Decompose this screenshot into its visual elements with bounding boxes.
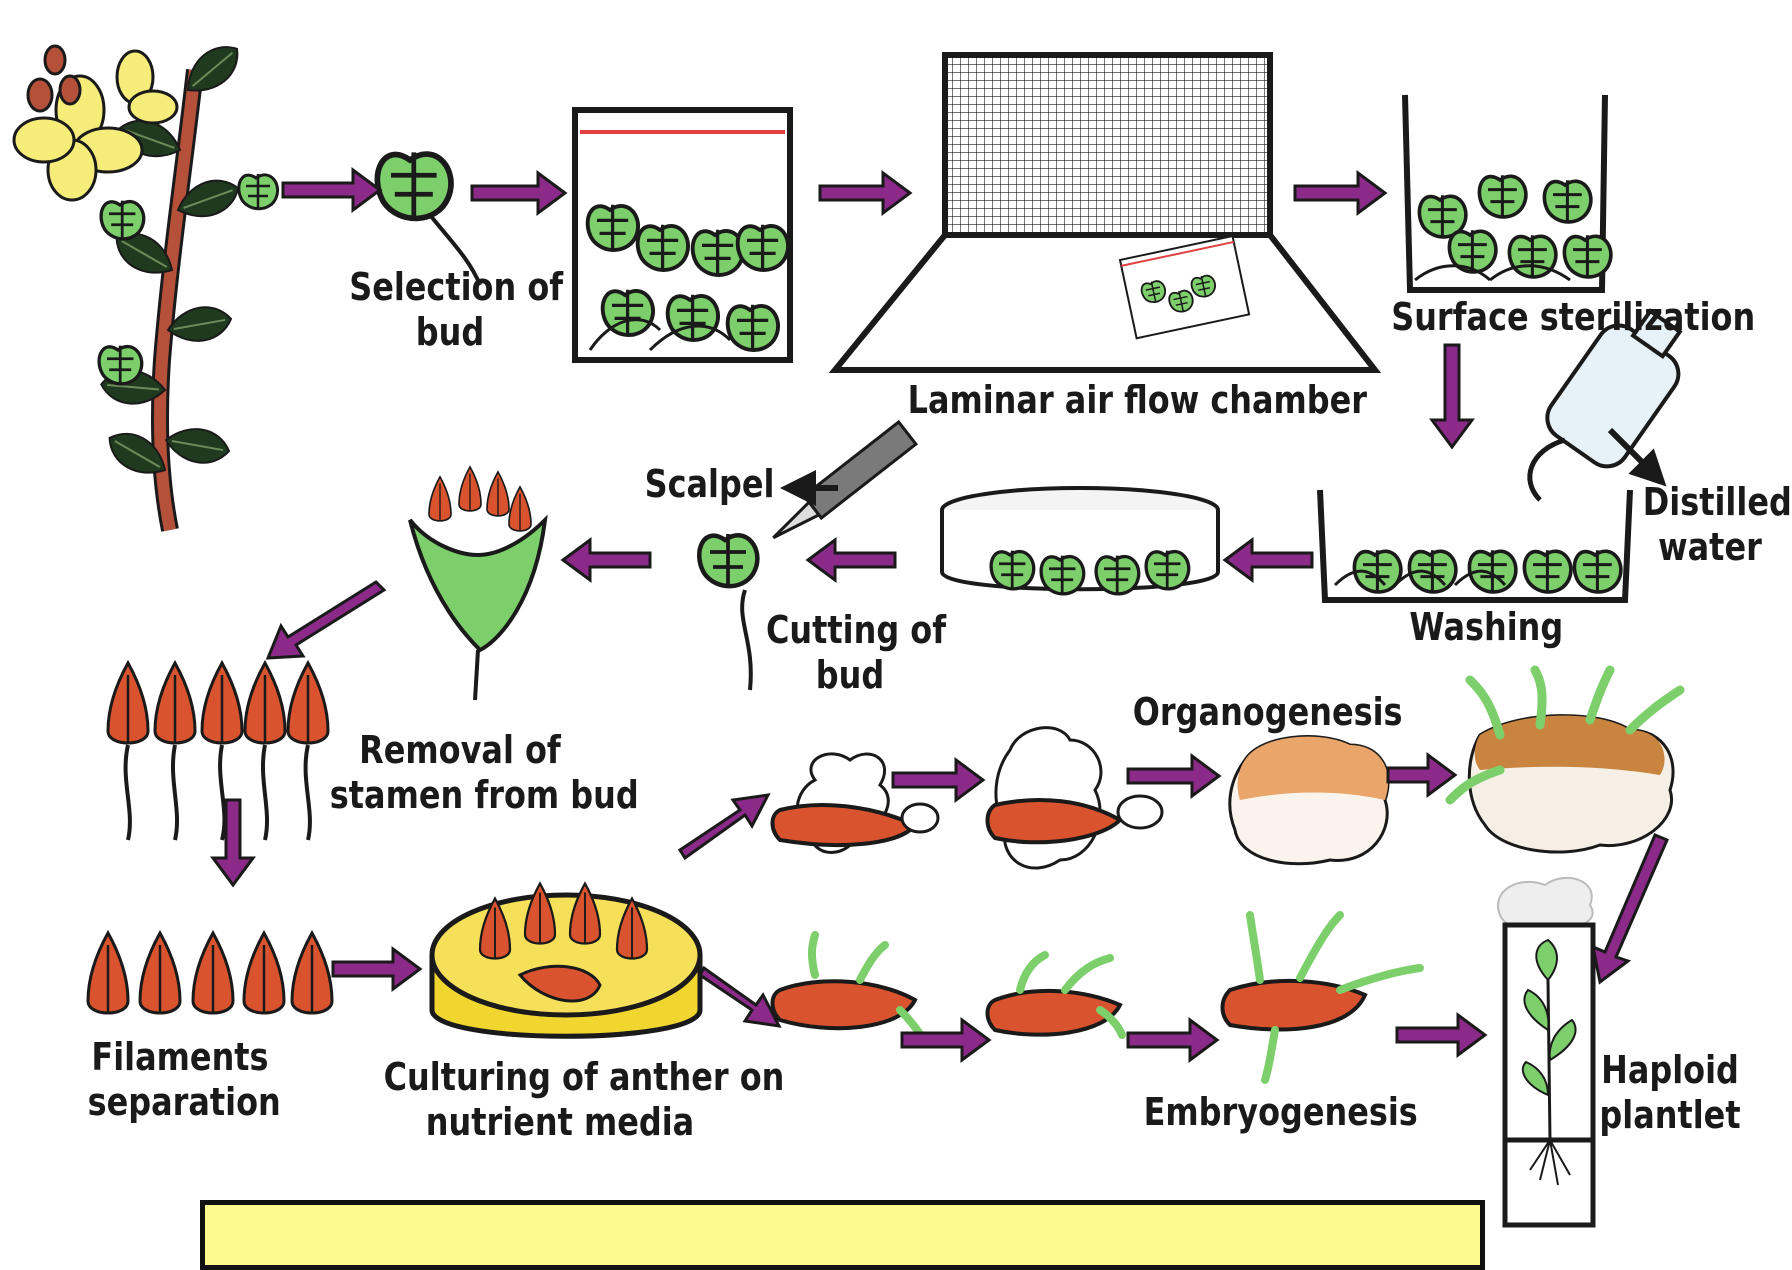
organogenesis-callus-stage-1 [773, 754, 939, 853]
nutrient-media-dish-illustration [432, 884, 700, 1037]
washing-tray-illustration [1320, 490, 1630, 600]
arrow-media-to-embryogenesis [700, 968, 779, 1026]
surface-sterilization-beaker-illustration [1405, 95, 1611, 290]
arrow-media-to-organogenesis [680, 795, 768, 858]
stamens-with-filaments-illustration [108, 663, 328, 840]
embryogenesis-stage-1 [773, 935, 926, 1040]
opened-bud-stamens-illustration [410, 467, 545, 700]
laminar-air-flow-chamber-illustration [835, 55, 1375, 370]
label-surface-sterilization: Surface sterilization [1391, 295, 1719, 340]
separated-anthers-illustration [88, 933, 332, 1013]
embryogenesis-stage-3 [1223, 915, 1421, 1080]
arrow-bud-to-bag [472, 173, 565, 213]
arrow-embryo-3-to-plantlet [1397, 1015, 1485, 1055]
label-washing: Washing [1409, 605, 1560, 650]
label-embryogenesis: Embryogenesis [1144, 1090, 1392, 1135]
bottom-caption-banner [200, 1200, 1485, 1270]
arrow-cutting-to-stamen [563, 540, 650, 580]
arrow-organ-1-to-2 [893, 760, 983, 800]
arrow-stamen-to-filaments [268, 582, 384, 658]
bud-bag-illustration [575, 110, 790, 360]
haploid-plantlet-tube-illustration [1498, 878, 1593, 1225]
organogenesis-callus-stage-3 [1230, 737, 1388, 864]
label-scalpel: Scalpel [644, 462, 774, 507]
arrow-organ-3-to-4 [1388, 755, 1455, 795]
arrow-organ-4-to-plantlet [1593, 835, 1667, 982]
mother-plant-illustration [14, 36, 278, 530]
petri-dish-with-buds-illustration [942, 488, 1218, 594]
label-organogenesis: Organogenesis [1133, 690, 1372, 735]
arrow-plant-to-bud [283, 170, 380, 210]
arrow-washing-to-dish [1225, 540, 1312, 580]
organogenesis-shoots-illustration [1450, 670, 1680, 852]
arrow-anthers-to-media [333, 949, 420, 989]
arrow-dish-to-cutting [808, 540, 895, 580]
label-laminar-air-flow-chamber: Laminar air flow chamber [908, 378, 1303, 423]
arrow-embryo-2-to-3 [1128, 1020, 1217, 1060]
arrow-bag-to-chamber [820, 173, 910, 213]
arrow-sterilization-to-washing [1432, 345, 1472, 447]
organogenesis-callus-stage-2 [988, 728, 1163, 868]
embryogenesis-stage-2 [988, 955, 1123, 1035]
arrow-organ-2-to-3 [1128, 756, 1219, 796]
arrow-filaments-down [213, 800, 253, 885]
arrow-chamber-to-sterilization [1295, 173, 1385, 213]
